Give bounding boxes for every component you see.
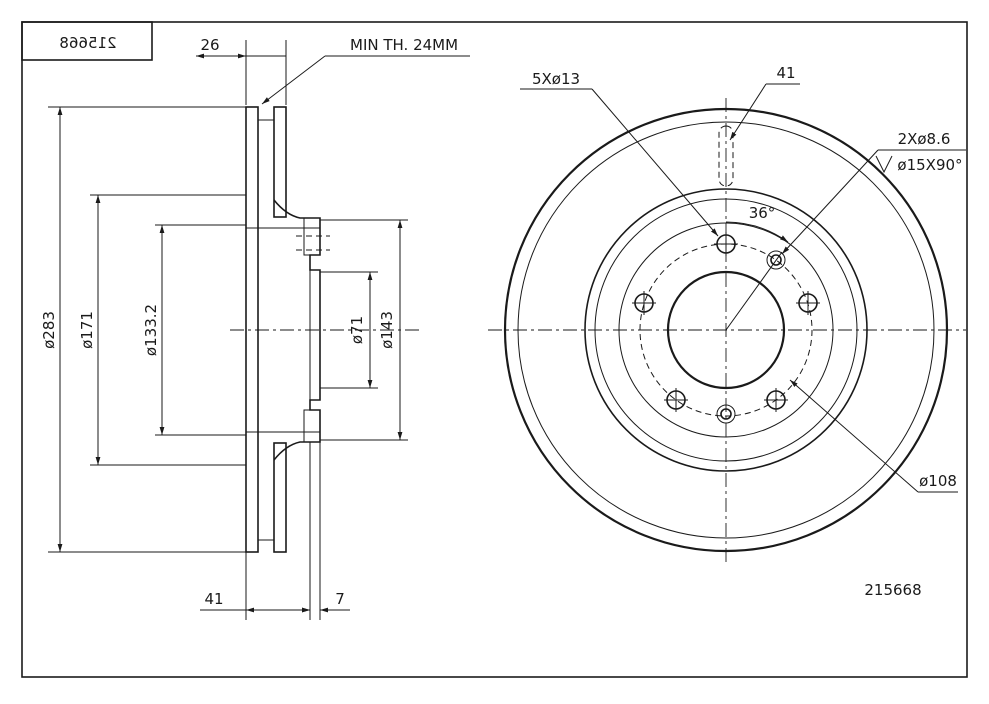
- dim-diameter-133: ø133.2: [142, 304, 160, 356]
- dim-hub-flange: 7: [335, 590, 345, 608]
- left-friction-plate: [245, 106, 259, 553]
- dim-countersink: ø15X90°: [897, 156, 962, 174]
- right-plate-bottom: [273, 442, 287, 553]
- friction-inner-edge: [584, 188, 868, 472]
- top-slot: [718, 125, 734, 187]
- drawing-frame: [21, 21, 968, 678]
- right-plate-top: [273, 106, 287, 218]
- part-number: 215668: [864, 581, 921, 599]
- dim-outer-diameter: ø283: [40, 311, 58, 349]
- hat-step: [618, 222, 834, 438]
- mirrored-part-number-box: 215668: [21, 21, 153, 61]
- hat-outer-edge: [594, 198, 858, 462]
- dim-top-41: 41: [776, 64, 795, 82]
- dim-offset-41: 41: [204, 590, 223, 608]
- dim-min-thickness: MIN TH. 24MM: [350, 36, 458, 54]
- front-view: 36° 5Xø13 41 2Xø8.6 ø15X90° ø108: [488, 64, 966, 565]
- dim-bolt-holes: 5Xø13: [532, 70, 580, 88]
- dim-hub-diameter: ø143: [378, 311, 396, 349]
- dim-angle: 36°: [749, 204, 776, 222]
- small-holes: [716, 250, 786, 424]
- disc-outer-inner-edge: [517, 121, 935, 539]
- disc-outer-edge: [503, 107, 949, 553]
- dim-bolt-circle: ø108: [919, 472, 957, 490]
- dim-center-bore: ø71: [348, 316, 366, 344]
- dim-diameter-171: ø171: [78, 311, 96, 349]
- dim-small-holes: 2Xø8.6: [898, 130, 951, 148]
- dim-thickness: 26: [200, 36, 219, 54]
- center-bore: [666, 270, 786, 390]
- mirrored-part-number: 215668: [59, 34, 116, 52]
- bolt-holes: [632, 232, 820, 412]
- side-section-view: 26 MIN TH. 24MM ø283 ø171 ø133.2 ø71 ø14…: [40, 36, 470, 620]
